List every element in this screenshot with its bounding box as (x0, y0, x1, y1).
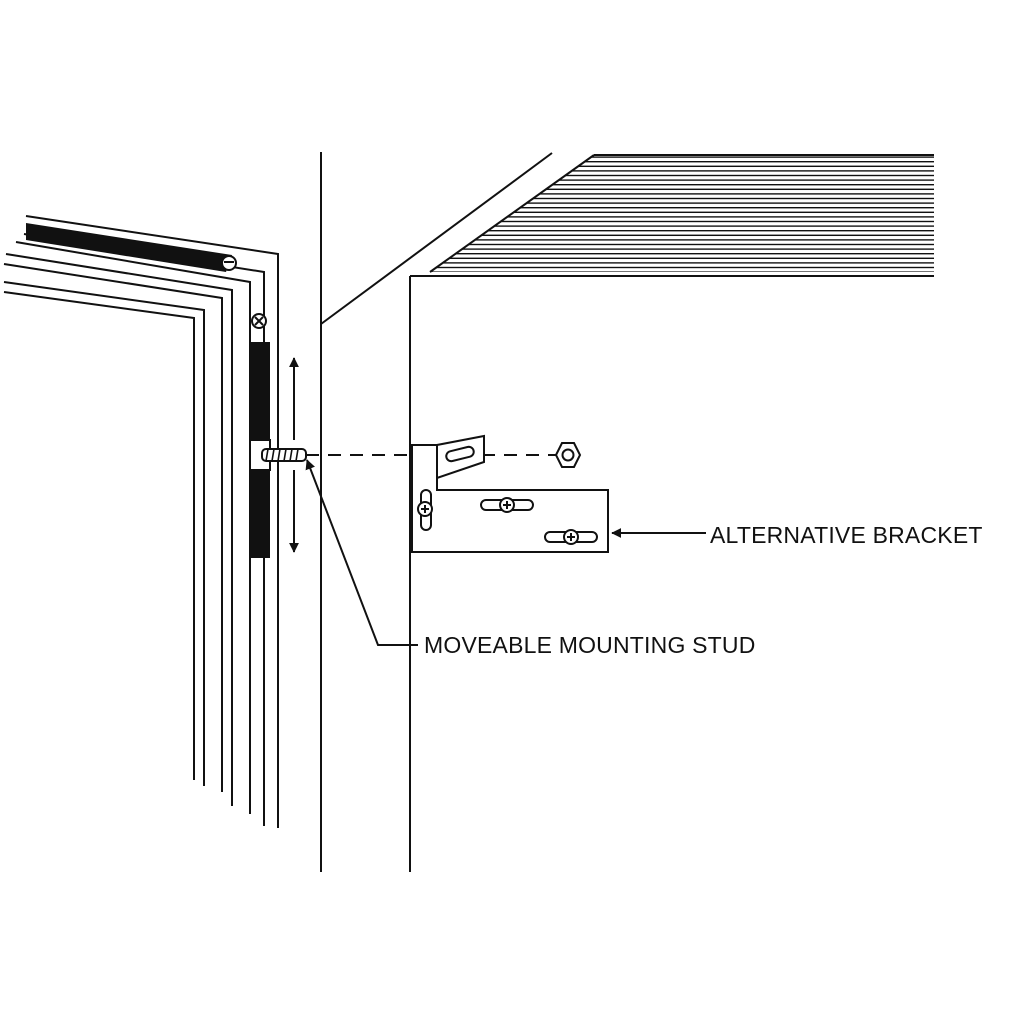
screw-icon (563, 529, 579, 545)
screw-icon (221, 255, 237, 271)
frame-outer-edge (25, 215, 279, 828)
screw-icon (499, 497, 515, 513)
door-frame (3, 215, 279, 828)
moveable-mounting-stud-label: MOVEABLE MOUNTING STUD (424, 632, 756, 658)
pointer-arrow-icon (305, 459, 418, 646)
frame-inner-edge-2 (3, 291, 195, 780)
header-hatch (429, 154, 934, 273)
mounting-stud (261, 448, 307, 462)
frame-edge-2 (23, 233, 265, 826)
stud-slot-strip (249, 342, 271, 558)
alternative-bracket-label: ALTERNATIVE BRACKET (710, 522, 983, 548)
top-seal-strip (26, 223, 232, 272)
ceiling-edge-line (320, 152, 553, 325)
screw-icon (417, 501, 433, 517)
frame-edge-4 (5, 253, 233, 806)
hex-nut-icon (554, 442, 582, 468)
frame-edge-5 (3, 263, 223, 792)
frame-edge-3 (15, 241, 251, 814)
frame-inner-edge (3, 281, 205, 786)
screw-icon (251, 313, 267, 329)
